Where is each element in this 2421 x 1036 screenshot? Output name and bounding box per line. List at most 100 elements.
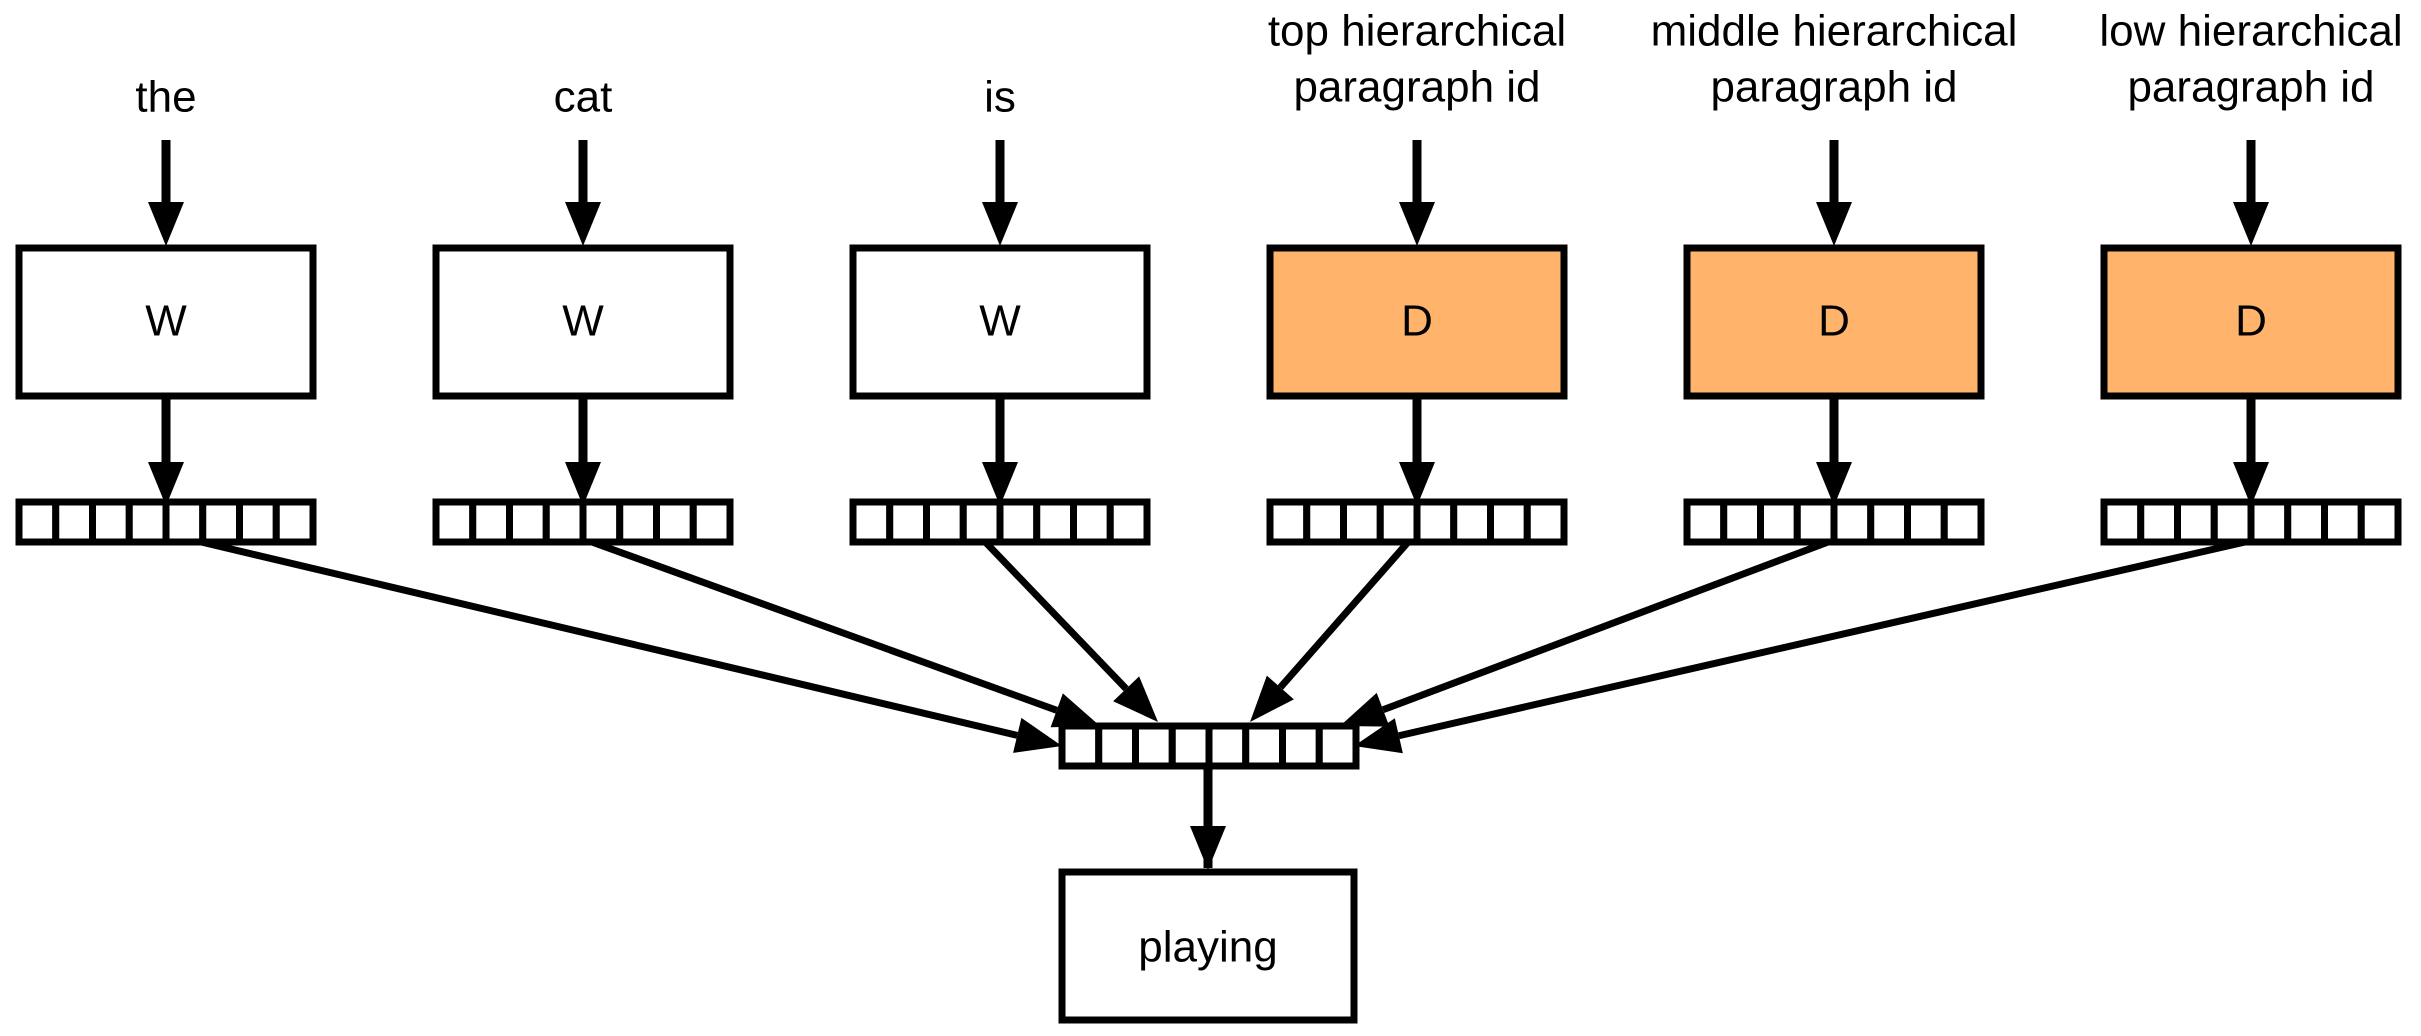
vector-cell	[2100, 498, 2145, 546]
input-label-line: top hierarchical	[1268, 7, 1566, 56]
input-label-line: middle hierarchical	[1651, 7, 2018, 56]
vector-cell	[1720, 498, 1764, 546]
vector-cell	[2210, 498, 2255, 546]
paragraph-matrix-box	[1266, 244, 1568, 400]
merge-arrow	[982, 539, 1129, 692]
vector-cell	[89, 498, 133, 546]
output-word: playing	[1138, 923, 1277, 972]
merge-arrow	[200, 538, 1019, 739]
merge-arrow	[1381, 538, 1830, 714]
concat-vector-cell	[1315, 722, 1360, 770]
vector-cell	[162, 498, 207, 546]
vector-cell	[125, 498, 170, 546]
concatenated-vector	[1058, 722, 1360, 770]
vector-cell	[2247, 498, 2292, 546]
embed-arrowhead	[148, 462, 184, 506]
merge-arrow	[1398, 538, 2246, 740]
vector-cell	[1523, 498, 1568, 546]
matrix-label: D	[1818, 297, 1850, 346]
vector-cell	[1904, 498, 1948, 546]
vector-cell	[2357, 498, 2402, 546]
vector-cell	[1303, 498, 1347, 546]
vector-cell	[689, 498, 734, 546]
vector-cell	[542, 498, 587, 546]
vector-cell	[272, 498, 317, 546]
vector-cell	[579, 498, 624, 546]
vector-cell	[1413, 498, 1458, 546]
vector-cell	[886, 498, 930, 546]
input-arrowhead	[1816, 202, 1852, 246]
vector-cell	[1830, 498, 1875, 546]
vector-cell	[616, 498, 660, 546]
vector-cell	[1070, 498, 1114, 546]
matrix-label: W	[145, 297, 187, 346]
vector-cell	[52, 498, 96, 546]
merge-arrowhead	[1113, 676, 1158, 722]
vector-cell	[236, 498, 280, 546]
concat-vector-cell	[1095, 722, 1139, 770]
embed-arrowhead	[2233, 462, 2269, 506]
vector-cell	[1867, 498, 1911, 546]
concat-vector-cell	[1279, 722, 1323, 770]
embed-arrowhead	[565, 462, 601, 506]
vector-cell	[506, 498, 550, 546]
vector-cell	[2284, 498, 2328, 546]
embedding-vector	[1683, 498, 1985, 546]
input-label-line: the	[135, 73, 196, 122]
embedding-vector	[15, 498, 317, 546]
merge-arrowhead	[1013, 717, 1062, 753]
merge-arrowhead	[1354, 718, 1403, 754]
merge-arrowhead	[1250, 675, 1294, 722]
vector-cell	[2321, 498, 2365, 546]
vector-cell	[469, 498, 513, 546]
input-column-3: isW	[849, 73, 1151, 546]
embedding-vector	[1266, 498, 1568, 546]
input-label-line: low hierarchical	[2099, 7, 2402, 56]
merge-arrows	[200, 538, 2246, 754]
vector-cell	[1940, 498, 1985, 546]
concat-vector-cell	[1058, 722, 1103, 770]
vector-cell	[15, 498, 60, 546]
vector-cell	[2137, 498, 2181, 546]
vector-cell	[1757, 498, 1801, 546]
vector-cell	[1376, 498, 1421, 546]
merge-arrowhead	[1050, 693, 1100, 728]
merge-arrowhead	[1340, 692, 1390, 727]
input-label-line: is	[984, 73, 1016, 122]
vector-cell	[1793, 498, 1838, 546]
input-arrowhead	[148, 202, 184, 246]
vector-cell	[1106, 498, 1151, 546]
concat-vector-cell	[1242, 722, 1286, 770]
input-label-line: paragraph id	[1710, 63, 1957, 112]
concat-vector-cell	[1205, 722, 1250, 770]
paragraph-matrix-box	[2100, 244, 2402, 400]
matrix-label: W	[562, 297, 604, 346]
input-column-5: middle hierarchical paragraph id D	[1651, 7, 2018, 546]
merge-arrow	[1277, 539, 1411, 690]
vector-cell	[1033, 498, 1077, 546]
input-arrowhead	[565, 202, 601, 246]
embedding-vector	[432, 498, 734, 546]
input-label-line: paragraph id	[2127, 63, 2374, 112]
vector-cell	[996, 498, 1041, 546]
input-arrowhead	[2233, 202, 2269, 246]
matrix-label: W	[979, 297, 1021, 346]
vector-cell	[1487, 498, 1531, 546]
vector-cell	[199, 498, 243, 546]
vector-cell	[1266, 498, 1311, 546]
input-arrowhead	[982, 202, 1018, 246]
embedding-vector	[849, 498, 1151, 546]
vector-cell	[1450, 498, 1494, 546]
vector-cell	[1683, 498, 1728, 546]
vector-cell	[923, 498, 967, 546]
word-matrix-box	[849, 244, 1151, 400]
vector-cell	[2174, 498, 2218, 546]
vector-cell	[849, 498, 894, 546]
embed-arrowhead	[982, 462, 1018, 506]
